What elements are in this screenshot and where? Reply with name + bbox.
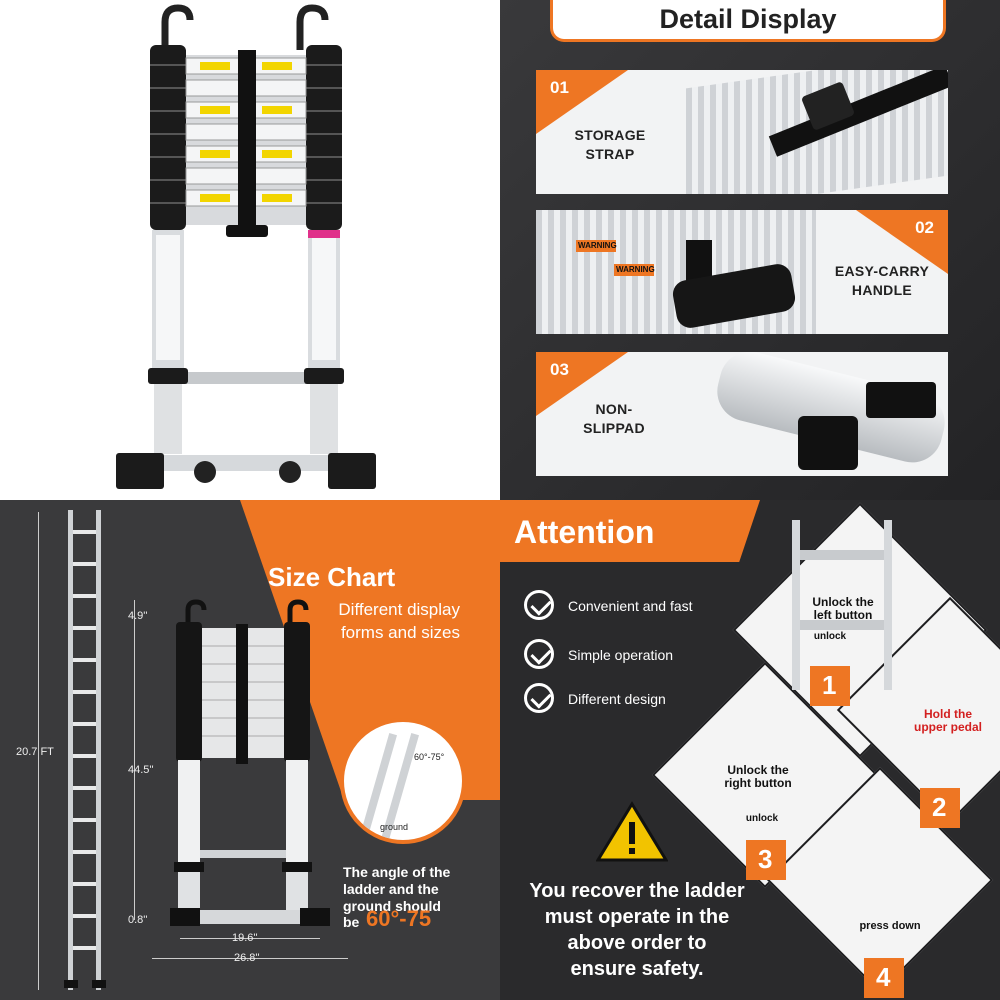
card-number-badge: 01 xyxy=(536,70,628,134)
size-chart-title: Size Chart xyxy=(268,562,396,592)
inner-width-label: 19.6'' xyxy=(232,932,258,944)
attention-title-bg xyxy=(500,500,760,562)
ladder-dimension-image xyxy=(170,599,330,926)
check-icon xyxy=(524,639,554,669)
step-2-number-bg xyxy=(920,788,960,828)
attention-title: Attention xyxy=(514,514,655,550)
detail-title: Detail Display xyxy=(550,0,946,42)
ground-label: ground xyxy=(380,822,409,832)
step-2-number: 2 xyxy=(932,792,947,822)
ladder-illustration xyxy=(116,4,376,489)
step-3-number: 3 xyxy=(758,844,773,874)
height-dimension-line xyxy=(38,512,39,990)
total-height-label: 20.7 FT xyxy=(16,746,54,758)
pad-image xyxy=(798,416,858,470)
step-3-number-bg xyxy=(746,840,786,880)
check-icon xyxy=(524,683,554,713)
step-4-number-bg xyxy=(864,958,904,998)
step-4-text: press down xyxy=(859,920,921,932)
angle-value: 60°-75 xyxy=(366,906,432,931)
outer-width-line xyxy=(152,958,348,959)
angle-description: The angle of the ladder and the ground s… xyxy=(343,864,451,914)
middle-dimension-label: 44.5'' xyxy=(128,764,154,776)
safety-notice: You recover the ladder must operate in t… xyxy=(529,880,745,980)
angle-diagram: 60°-75° ground xyxy=(340,718,466,844)
warning-label: WARNING xyxy=(576,240,617,252)
extended-ladder-image xyxy=(64,510,106,990)
vertical-dimension-line xyxy=(134,600,135,920)
card-label: NON-SLIPPAD xyxy=(583,401,645,436)
feature-item: Simple operation xyxy=(568,647,674,663)
check-icon xyxy=(524,590,554,620)
feature-item: Convenient and fast xyxy=(568,598,693,614)
top-dimension-label: 4.9'' xyxy=(128,610,148,622)
unlock-tag: unlock xyxy=(813,631,847,642)
step-4-number: 4 xyxy=(876,962,891,992)
step-1-number: 1 xyxy=(822,670,837,700)
pad-image xyxy=(866,382,936,418)
feature-item: Different design xyxy=(568,691,666,707)
inner-width-line xyxy=(180,938,320,939)
outer-width-label: 26.8'' xyxy=(234,952,260,964)
step-1-number-bg xyxy=(810,666,850,706)
angle-be: be xyxy=(343,914,360,930)
product-photo-panel xyxy=(0,0,500,500)
warning-icon xyxy=(596,801,668,862)
bottom-dimension-label: 0.8'' xyxy=(128,914,148,926)
detail-card-pad: 03 NON-SLIPPAD xyxy=(536,352,948,476)
angle-badge-label: 60°-75° xyxy=(414,752,445,762)
attention-panel: Attention Convenient and fast Simple ope… xyxy=(500,500,1000,1000)
warning-label: WARNING xyxy=(614,264,655,276)
unlock-tag: unlock xyxy=(745,813,779,824)
